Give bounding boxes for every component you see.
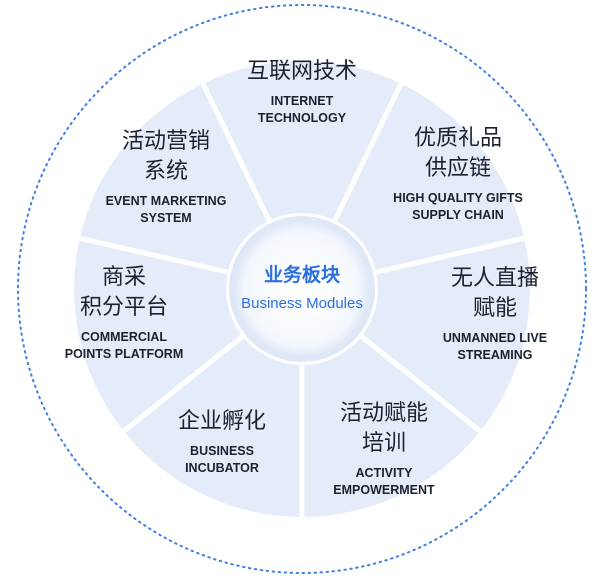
segment-6-subtitle-line-2: POINTS PLATFORM xyxy=(65,347,184,361)
segment-5 xyxy=(125,338,300,517)
segment-5-subtitle-line-1: BUSINESS xyxy=(190,444,254,458)
segment-4-title-line-2: 培训 xyxy=(362,431,406,456)
segment-3-subtitle-line-2: STREAMING xyxy=(458,348,533,362)
segment-1-title-line-1: 互联网技术 xyxy=(247,59,357,84)
segment-3-title-line-1: 无人直播 xyxy=(451,266,539,291)
segment-3-title-line-2: 赋能 xyxy=(473,296,517,321)
segment-4 xyxy=(304,338,479,517)
segment-3 xyxy=(362,240,530,430)
segment-1-subtitle-line-1: INTERNET xyxy=(271,94,334,108)
segment-5-title-line-1: 企业孵化 xyxy=(178,409,266,434)
segment-2-subtitle-line-2: SUPPLY CHAIN xyxy=(412,208,504,222)
segment-4-subtitle-line-2: EMPOWERMENT xyxy=(333,483,435,497)
center-hub xyxy=(233,220,371,358)
segment-7-title-line-1: 活动营销 xyxy=(122,129,210,154)
segment-4-subtitle-line-1: ACTIVITY xyxy=(356,466,414,480)
center-subtitle: Business Modules xyxy=(241,295,363,312)
segment-7 xyxy=(80,84,267,270)
segment-5-subtitle-line-2: INCUBATOR xyxy=(185,461,259,475)
segment-1-subtitle-line-2: TECHNOLOGY xyxy=(258,111,347,125)
segment-6-title-line-2: 积分平台 xyxy=(80,295,168,320)
segment-7-title-line-2: 系统 xyxy=(144,159,188,184)
segment-4-title-line-1: 活动赋能 xyxy=(340,401,428,426)
segment-6-title-line-1: 商采 xyxy=(102,265,146,290)
segment-7-subtitle-line-1: EVENT MARKETING xyxy=(106,194,227,208)
segment-1 xyxy=(205,60,399,220)
segment-3-subtitle-line-1: UNMANNED LIVE xyxy=(443,331,547,345)
segment-2-subtitle-line-1: HIGH QUALITY GIFTS xyxy=(393,191,523,205)
segment-2-title-line-1: 优质礼品 xyxy=(414,126,502,151)
segment-7-subtitle-line-2: SYSTEM xyxy=(140,211,191,225)
segment-2 xyxy=(337,84,524,270)
outer-dotted-ring xyxy=(17,4,587,574)
segment-6 xyxy=(74,240,242,430)
segment-2-title-line-2: 供应链 xyxy=(425,156,491,181)
segment-6-subtitle-line-1: COMMERCIAL xyxy=(81,330,167,344)
center-title: 业务板块 xyxy=(264,263,341,286)
